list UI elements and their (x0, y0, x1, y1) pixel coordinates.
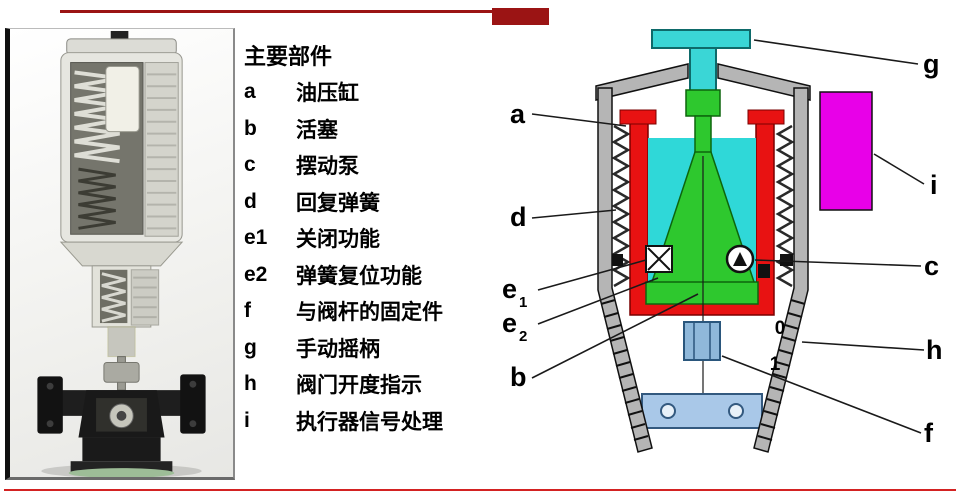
legend-key: e1 (244, 226, 268, 250)
legend-item-c: c 摆动泵 (244, 147, 496, 184)
spring-seat-right (780, 254, 793, 266)
hand-crank (651, 29, 751, 49)
callout-i: i (930, 170, 938, 200)
legend-item-f: f 与阀杆的固定件 (244, 293, 496, 330)
signal-processing-box (819, 91, 873, 211)
leader-a (531, 113, 627, 127)
leader-e2 (537, 277, 659, 325)
mounting-bracket (641, 393, 763, 429)
legend-label: 执行器信号处理 (296, 410, 443, 434)
oil-cylinder-flange-left (619, 109, 657, 125)
legend-key: i (244, 408, 250, 432)
leader-i (873, 153, 925, 185)
legend-key: f (244, 299, 251, 323)
scale-ticks-right (757, 299, 806, 441)
legend-item-h: h 阀门开度指示 (244, 366, 496, 403)
body-wall-left (597, 87, 653, 453)
callout-d: d (510, 202, 527, 232)
legend-item-b: b 活塞 (244, 111, 496, 148)
callout-b: b (510, 362, 527, 392)
photo-spring-coil (74, 70, 120, 164)
top-cover-right (717, 63, 811, 101)
legend-label: 活塞 (296, 118, 338, 142)
scale-number-one: 1 (770, 354, 781, 375)
title-underline (60, 10, 549, 13)
oil-cylinder-flange-right (747, 109, 785, 125)
leader-g (753, 39, 919, 65)
legend-label: 回复弹簧 (296, 191, 380, 215)
actuator-schematic-svg: 0 1 a d e 1 e 2 b g i c h f (502, 29, 943, 453)
callout-e2-sub: 2 (519, 328, 527, 345)
callout-g: g (923, 49, 940, 79)
oscillating-pump-symbol (725, 244, 755, 274)
legend-item-d: d 回复弹簧 (244, 184, 496, 221)
callout-e1-sub: 1 (519, 294, 527, 311)
scale-ticks-left (600, 299, 649, 441)
actuator-photo (5, 28, 235, 480)
bottom-divider (4, 489, 956, 491)
legend-item-a: a 油压缸 (244, 74, 496, 111)
leader-b (531, 293, 699, 379)
leader-e1 (537, 259, 647, 291)
body-wall-right (753, 87, 809, 453)
legend-key: b (244, 116, 257, 140)
spring-seat-left (610, 254, 623, 266)
legend-key: c (244, 153, 256, 177)
title-underline-block (492, 8, 549, 25)
callout-f: f (924, 418, 934, 448)
legend-key: h (244, 372, 257, 396)
legend-item-i: i 执行器信号处理 (244, 403, 496, 440)
leader-d (531, 209, 617, 219)
legend-label: 与阀杆的固定件 (296, 301, 443, 325)
legend-item-e1: e1 关闭功能 (244, 220, 496, 257)
leader-c (754, 259, 922, 267)
callout-e2-base: e (502, 308, 517, 338)
component-legend: 主要部件 a 油压缸 b 活塞 c 摆动泵 d 回复弹簧 e1 关闭功能 e2 … (244, 36, 496, 439)
callout-e1-base: e (502, 274, 517, 304)
legend-label: 手动摇柄 (296, 337, 380, 361)
return-spring-left (611, 124, 631, 288)
callout-a: a (510, 99, 526, 129)
leader-h (801, 341, 925, 351)
legend-key: e2 (244, 262, 268, 286)
port-block (758, 264, 770, 278)
legend-label: 关闭功能 (296, 228, 380, 252)
piston-nut (685, 89, 721, 117)
legend-label: 弹簧复位功能 (296, 264, 422, 288)
top-cover-left (595, 63, 689, 101)
shutoff-valve-symbol (645, 245, 673, 273)
stem-connector (683, 321, 721, 361)
legend-label: 油压缸 (296, 82, 359, 106)
piston-stem (694, 115, 712, 157)
leader-f (721, 355, 922, 434)
legend-item-e2: e2 弹簧复位功能 (244, 257, 496, 294)
legend-key: g (244, 335, 257, 359)
legend-item-g: g 手动摇柄 (244, 330, 496, 367)
actuator-schematic: 0 1 a d e 1 e 2 b g i c h f (496, 26, 960, 482)
callout-c: c (924, 251, 939, 281)
scale-number-zero: 0 (775, 318, 786, 339)
legend-title: 主要部件 (244, 44, 333, 69)
legend-label: 阀门开度指示 (296, 374, 422, 398)
legend-key: d (244, 189, 257, 213)
legend-label: 摆动泵 (296, 155, 359, 179)
legend-key: a (244, 80, 256, 104)
actuator-cutaway-illustration (37, 30, 206, 477)
piston-plate (645, 281, 759, 305)
callout-h: h (926, 335, 943, 365)
